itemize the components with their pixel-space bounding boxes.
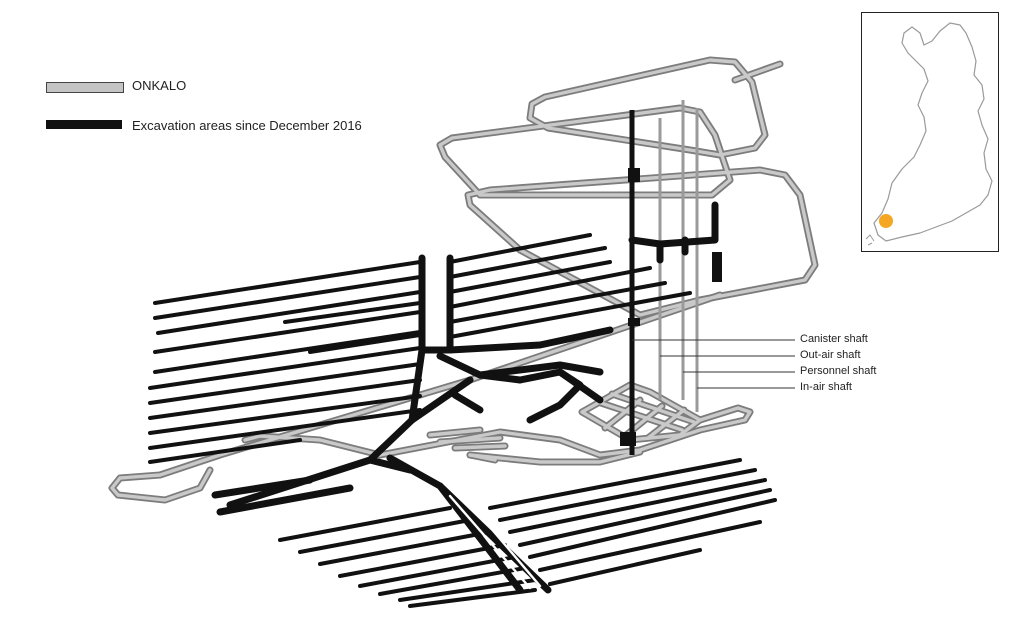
shaft-station-1 <box>628 168 640 182</box>
legend-swatch-onkalo <box>46 82 124 93</box>
deposition-tunnels-left <box>148 260 422 464</box>
shaft-station-4 <box>712 252 722 282</box>
shaft-callouts <box>632 339 795 389</box>
shaft-station-3 <box>620 432 636 446</box>
aland-islands <box>865 234 875 246</box>
legend-label-excavation: Excavation areas since December 2016 <box>132 118 362 133</box>
onkalo-tunnels <box>108 56 819 504</box>
shaft-label-canister: Canister shaft <box>800 333 868 345</box>
legend-swatch-excavation <box>46 120 122 129</box>
shaft-station-2 <box>628 318 640 326</box>
legend-label-onkalo: ONKALO <box>132 78 187 93</box>
shaft-label-in-air: In-air shaft <box>800 381 852 393</box>
shaft-label-personnel: Personnel shaft <box>800 365 877 377</box>
finland-outline <box>865 22 993 246</box>
excavation-tunnels <box>148 201 777 608</box>
location-marker-icon <box>879 214 893 228</box>
shaft-label-out-air: Out-air shaft <box>800 349 861 361</box>
deposition-tunnels-lower <box>278 458 777 608</box>
finland-outline-path <box>873 22 993 242</box>
inset-locator-map <box>861 12 999 252</box>
deposition-tunnels-center <box>448 233 692 339</box>
